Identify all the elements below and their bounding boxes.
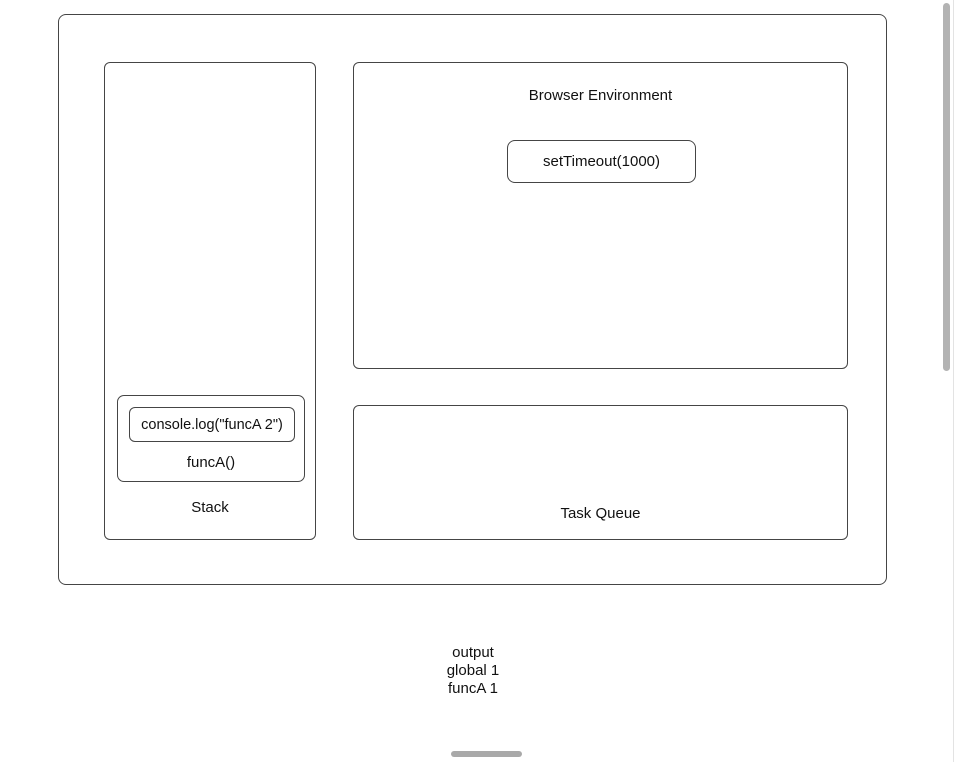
call-stack-panel: console.log("funcA 2") funcA() Stack bbox=[104, 62, 316, 540]
settimeout-timer-box: setTimeout(1000) bbox=[507, 140, 696, 183]
horizontal-scrollbar-thumb[interactable] bbox=[451, 751, 522, 757]
stack-frame-statement: console.log("funcA 2") bbox=[129, 407, 295, 442]
call-stack-label: Stack bbox=[191, 499, 229, 516]
event-loop-diagram-container: console.log("funcA 2") funcA() Stack Bro… bbox=[58, 14, 887, 585]
stack-frame-funcA: console.log("funcA 2") funcA() bbox=[117, 395, 305, 482]
browser-environment-panel: Browser Environment setTimeout(1000) bbox=[353, 62, 848, 369]
console-output-line: funcA 1 bbox=[447, 680, 499, 697]
console-output: output global 1 funcA 1 bbox=[373, 644, 573, 698]
console-output-line: global 1 bbox=[446, 662, 500, 679]
task-queue-panel: Task Queue bbox=[353, 405, 848, 540]
stack-frame-function-label: funcA() bbox=[186, 454, 236, 471]
task-queue-label: Task Queue bbox=[560, 505, 641, 522]
browser-environment-title: Browser Environment bbox=[528, 87, 673, 104]
vertical-scrollbar-thumb[interactable] bbox=[943, 3, 950, 371]
window-edge-line bbox=[953, 0, 954, 762]
console-output-line: output bbox=[452, 644, 494, 661]
